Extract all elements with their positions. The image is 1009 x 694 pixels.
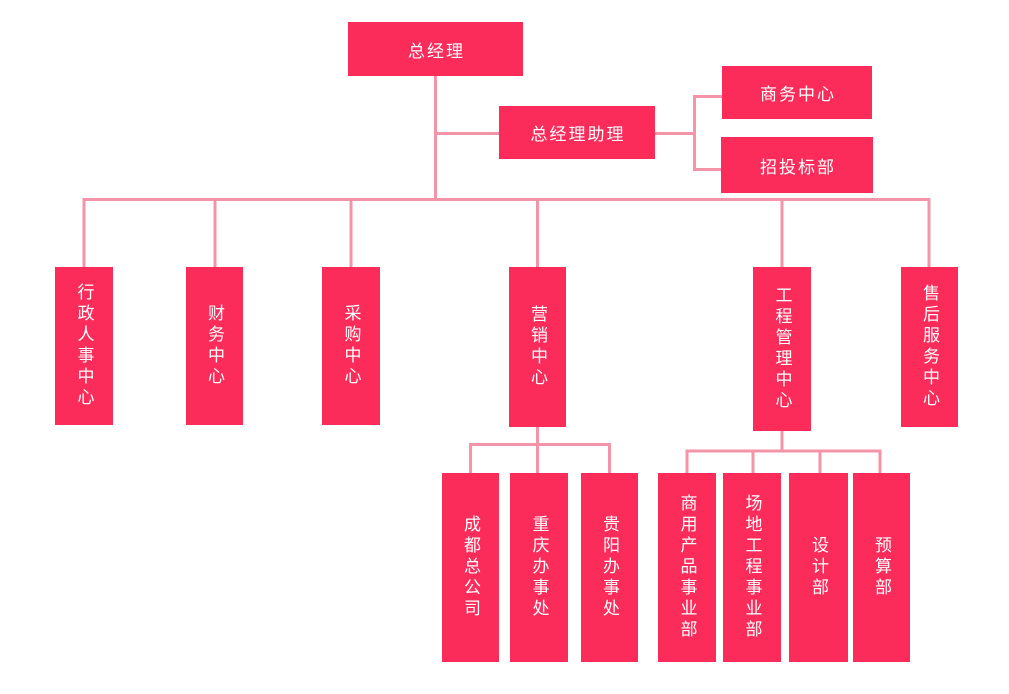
- connector-main-rail: [82, 198, 931, 267]
- connector-assistant-bracket: [693, 95, 722, 171]
- node-admin-hr-center-label: 行政人事中心: [74, 283, 94, 409]
- node-chongqing-office: 重庆办事处: [510, 473, 568, 662]
- node-finance-center-label: 财务中心: [205, 304, 224, 388]
- node-gm-assistant: 总经理助理: [499, 106, 655, 159]
- node-admin-hr-center: 行政人事中心: [55, 267, 113, 425]
- node-after-sales-center: 售后服务中心: [901, 267, 958, 427]
- node-general-manager-label: 总经理: [408, 41, 465, 61]
- node-engineering-mgmt-center-label: 工程管理中心: [772, 286, 792, 412]
- node-marketing-center: 营销中心: [509, 267, 566, 427]
- node-commercial-product-div: 商用产品事业部: [658, 473, 716, 662]
- node-budget-dept-label: 预算部: [872, 536, 891, 599]
- node-marketing-center-label: 营销中心: [528, 305, 547, 389]
- node-design-dept: 设计部: [789, 473, 848, 662]
- node-general-manager: 总经理: [348, 22, 523, 76]
- node-bidding-dept-label: 招投标部: [760, 157, 836, 177]
- node-procurement-center: 采购中心: [322, 267, 380, 425]
- node-guiyang-office-label: 贵阳办事处: [600, 515, 619, 620]
- node-commercial-product-div-label: 商用产品事业部: [677, 494, 697, 641]
- node-business-center-label: 商务中心: [760, 85, 836, 104]
- node-budget-dept: 预算部: [853, 473, 910, 662]
- node-chengdu-hq-label: 成都总公司: [461, 515, 480, 620]
- connector-marketing-rail: [469, 443, 611, 473]
- node-chongqing-office-label: 重庆办事处: [529, 515, 549, 620]
- node-chengdu-hq: 成都总公司: [442, 473, 499, 662]
- node-procurement-center-label: 采购中心: [341, 304, 361, 388]
- node-site-engineering-div: 场地工程事业部: [723, 473, 781, 662]
- node-finance-center: 财务中心: [186, 267, 243, 425]
- node-business-center: 商务中心: [722, 66, 872, 119]
- node-site-engineering-div-label: 场地工程事业部: [742, 494, 762, 641]
- node-gm-assistant-label: 总经理助理: [530, 125, 626, 144]
- node-guiyang-office: 贵阳办事处: [581, 473, 638, 662]
- connector-engineering-rail: [685, 449, 882, 473]
- node-engineering-mgmt-center: 工程管理中心: [753, 267, 811, 431]
- node-bidding-dept: 招投标部: [721, 137, 873, 193]
- node-design-dept-label: 设计部: [809, 536, 828, 599]
- node-after-sales-center-label: 售后服务中心: [920, 284, 939, 410]
